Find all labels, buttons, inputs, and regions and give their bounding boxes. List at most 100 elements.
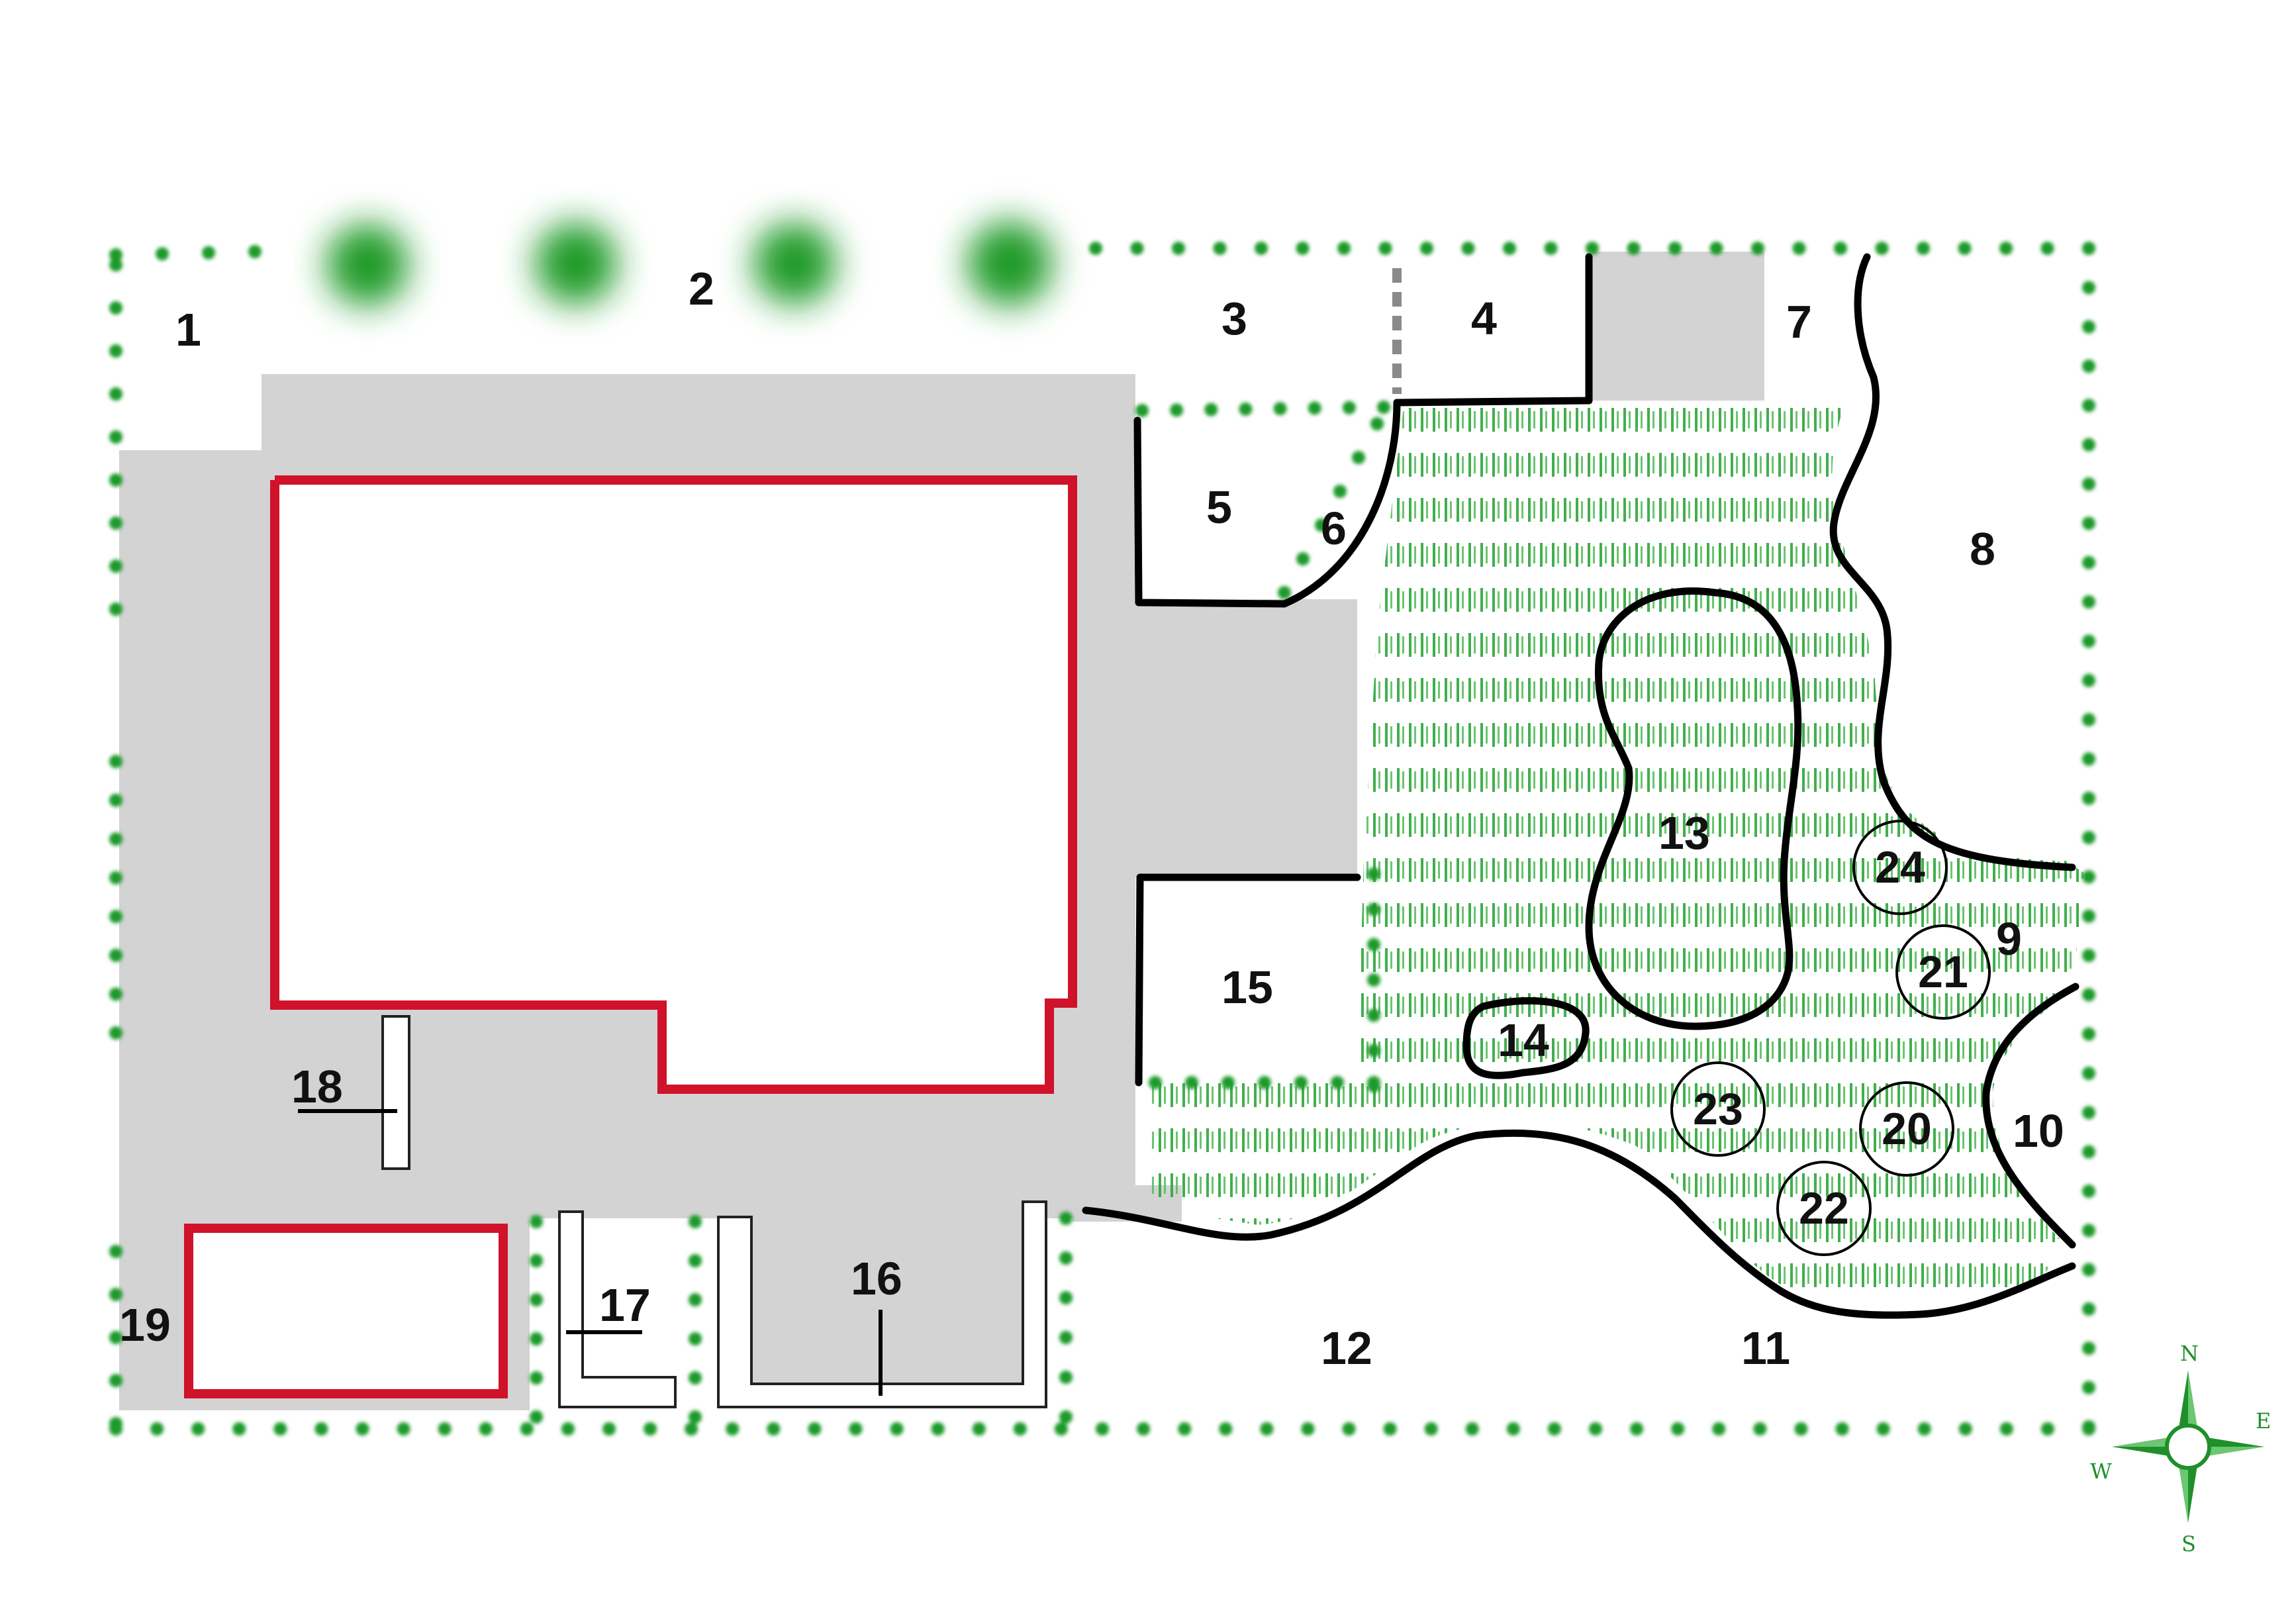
zone-10-boundary: [1982, 983, 2080, 1249]
hedge-dot: [2082, 634, 2095, 648]
zone-label-1: 1: [175, 304, 201, 356]
hedge-dot: [1333, 485, 1347, 498]
hedge-dot: [2082, 281, 2095, 295]
bench-17: [558, 1210, 677, 1408]
hedge-dot: [1185, 1076, 1198, 1089]
hedge-dot: [1999, 242, 2013, 255]
hedge-dot: [808, 1422, 822, 1435]
hedge-dot: [2082, 1341, 2095, 1355]
tree-markers: [1670, 820, 1991, 1256]
hedge-dot: [1367, 938, 1380, 951]
hedge-dot: [2082, 909, 2095, 923]
zone-label-8: 8: [1970, 523, 1995, 575]
hedge-dot: [109, 987, 122, 1001]
tree-canopy: [326, 224, 408, 306]
hedge-dot: [109, 793, 122, 807]
hedge-dot: [1753, 1422, 1767, 1435]
hedge-dot: [109, 755, 122, 768]
zone-label-19: 19: [119, 1299, 171, 1351]
hedge-dot: [1315, 518, 1328, 532]
hedge-dot: [2082, 949, 2095, 962]
hedge-dot: [109, 344, 122, 358]
hedge-dot: [2082, 1381, 2095, 1394]
hedge-dot: [1917, 242, 1930, 255]
hedge-dot: [1876, 1422, 1890, 1435]
hedge-dot: [1331, 1076, 1344, 1089]
hedge-dot: [1221, 1076, 1235, 1089]
hedge-dot: [1875, 242, 1889, 255]
hedge-dot: [2082, 870, 2095, 884]
tree-23-circle: [1670, 1061, 1766, 1157]
hedge-dot: [1383, 1422, 1397, 1435]
hedge-dot: [1627, 242, 1641, 255]
hedge-dot: [644, 1422, 657, 1435]
compass-south: S: [2181, 1532, 2196, 1557]
hedge-dot: [2082, 988, 2095, 1002]
hedge-dot: [202, 246, 215, 260]
hedge-dot: [1367, 973, 1380, 987]
hedge-dot: [248, 245, 262, 258]
hedge-dot: [602, 1422, 616, 1435]
hedge-dot: [109, 948, 122, 962]
pond-13: [1585, 587, 1802, 1030]
zone-label-18: 18: [291, 1061, 343, 1112]
hedge-dot: [1835, 1422, 1849, 1435]
hedge-dot: [689, 1254, 702, 1267]
hedge-dot: [2082, 1185, 2095, 1198]
hedge-dot: [2082, 1263, 2095, 1277]
hedge-dot: [520, 1422, 534, 1435]
hedge-dot: [1794, 1422, 1808, 1435]
hedge-dot: [109, 248, 122, 262]
hedge-dot: [1255, 242, 1268, 255]
hedge-dot: [2082, 595, 2095, 608]
zone-label-5: 5: [1206, 481, 1232, 533]
compass-icon: [2112, 1371, 2264, 1523]
hedge-boundary: [109, 242, 2095, 1435]
hedge-dot: [150, 1422, 164, 1435]
hedge-dot: [1792, 242, 1806, 255]
hedge-dot: [685, 1422, 698, 1435]
hedge-dot: [1999, 1422, 2013, 1435]
hedge-dot: [1958, 242, 1972, 255]
hedge-dot: [232, 1422, 246, 1435]
hedge-dot: [109, 1245, 122, 1258]
pond-14: [1462, 997, 1590, 1079]
hedge-dot: [1370, 417, 1384, 430]
hedge-dot: [109, 1417, 122, 1430]
tree-canopy: [753, 222, 836, 305]
hedge-dot: [726, 1422, 740, 1435]
hedge-dot: [2082, 1067, 2095, 1080]
hedge-dot: [1278, 586, 1291, 599]
hedge-dot: [1178, 1422, 1192, 1435]
hedge-dot: [2082, 1106, 2095, 1120]
hedge-dot: [156, 247, 169, 261]
tree-label-21: 21: [1918, 947, 1968, 997]
hedge-dot: [109, 516, 122, 530]
zone-label-2: 2: [689, 263, 714, 315]
hedge-dot: [2040, 242, 2054, 255]
hedge-dot: [689, 1215, 702, 1228]
hedge-dot: [2082, 477, 2095, 491]
hedge-dot: [1260, 1422, 1274, 1435]
zone-labels: 1 2 3 4 5 6 7 8 9 10 11 12 13 14 15 16 1…: [119, 263, 2064, 1374]
hedge-dot: [1506, 1422, 1520, 1435]
hedge-dot: [2082, 713, 2095, 726]
hedge-dot: [1420, 242, 1433, 255]
hedge-dot: [530, 1254, 543, 1267]
zone-4-boundary: [1393, 253, 1593, 407]
hedge-dot: [191, 1422, 205, 1435]
hedge-dot: [530, 1371, 543, 1385]
hedge-dot: [1059, 1212, 1073, 1225]
zone-label-10: 10: [2013, 1105, 2064, 1157]
hedge-dot: [1424, 1422, 1438, 1435]
hedge-dot: [1294, 1076, 1308, 1089]
zone-label-15: 15: [1221, 961, 1273, 1013]
hedge-dot: [109, 1374, 122, 1387]
hedge-dot: [1059, 1331, 1073, 1344]
tree-21-circle: [1895, 924, 1991, 1020]
hedge-dot: [530, 1215, 543, 1228]
hedge-dot: [109, 473, 122, 487]
hedge-dot: [1239, 402, 1253, 416]
hedge-dot: [530, 1293, 543, 1306]
tree-label-20: 20: [1882, 1104, 1932, 1154]
